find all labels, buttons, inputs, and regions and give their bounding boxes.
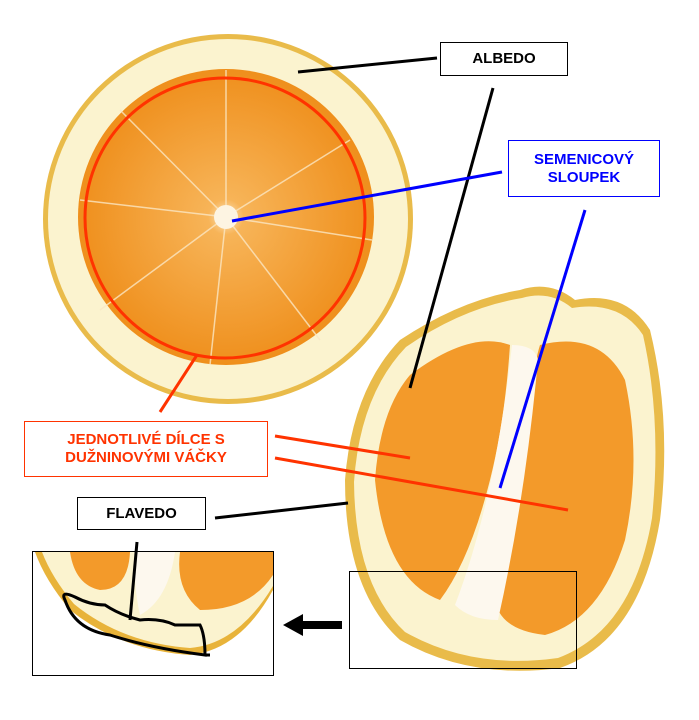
- seed-column-label-line1: SEMENICOVÝ: [533, 150, 635, 168]
- flavedo-pointer-line: [214, 501, 349, 520]
- orange-slice-cross-section: [43, 34, 413, 404]
- segments-highlight-circle: [83, 76, 367, 360]
- albedo-pointer-lines: [297, 56, 495, 389]
- segments-label-line1: JEDNOTLIVÉ DÍLCE S: [67, 431, 225, 448]
- flavedo-inset: [32, 541, 274, 676]
- seed-column-label-line2: SLOUPEK: [547, 168, 621, 186]
- segments-label: JEDNOTLIVÉ DÍLCE S DUŽNINOVÝMI VÁČKY: [24, 421, 268, 477]
- albedo-label: ALBEDO: [440, 42, 568, 76]
- albedo-label-text: ALBEDO: [472, 50, 536, 67]
- segments-label-line2: DUŽNINOVÝMI VÁČKY: [65, 449, 227, 466]
- arrow-left-icon: [283, 614, 342, 636]
- flavedo-label-text: FLAVEDO: [106, 504, 177, 522]
- segments-pointer-lines: [158, 354, 569, 512]
- flavedo-label: FLAVEDO: [77, 497, 206, 530]
- orange-wedge: [345, 286, 665, 671]
- zoom-source-box: [349, 571, 577, 669]
- seed-column-label: SEMENICOVÝ SLOUPEK: [508, 140, 660, 197]
- seed-column-pointer-lines: [231, 170, 587, 489]
